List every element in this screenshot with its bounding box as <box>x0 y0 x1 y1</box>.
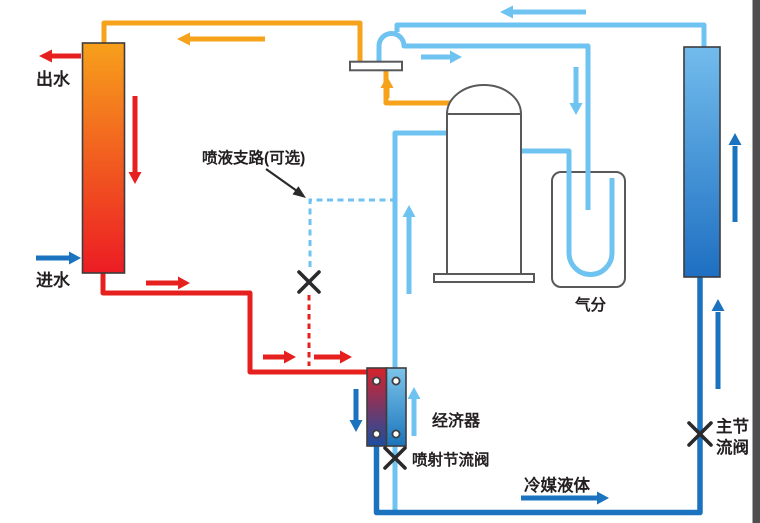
economizer-heat-exchanger <box>366 367 407 447</box>
economizer-cold-channel <box>385 367 407 447</box>
evaporator-vessel <box>683 46 721 278</box>
liquid-flow-right-arrow-3 <box>314 350 352 364</box>
economizer-cold-up-arrow <box>407 387 421 436</box>
compressor-body <box>446 113 522 275</box>
liquid-pipe-main <box>373 277 703 516</box>
spray-valve-x <box>297 270 321 294</box>
water-out-arrow <box>39 49 81 63</box>
discharge-flow-left-arrow <box>177 32 265 46</box>
check-valve-plate <box>349 60 403 72</box>
suction-flow-left-arrow <box>500 5 586 19</box>
economizer-port <box>391 376 401 386</box>
compressor-dome <box>445 84 523 115</box>
gas-separator-label: 气分 <box>574 295 607 314</box>
condenser-flow-down-arrow <box>128 96 142 184</box>
spray-branch-label: 喷液支路(可选) <box>202 148 305 167</box>
liquid-pipe-hot <box>100 273 368 375</box>
economizer-label: 经济器 <box>432 411 481 430</box>
separator-u-tube-pipe <box>520 148 615 277</box>
discharge-flow-up-arrow <box>380 76 394 98</box>
injection-throttle-valve-label: 喷射节流阀 <box>412 450 490 469</box>
condenser-vessel <box>81 42 126 274</box>
suction-crossover-pipe <box>376 31 591 210</box>
liquid-flow-right-arrow-1 <box>146 276 190 290</box>
window-edge-strip <box>752 0 760 523</box>
injection-throttle-valve-x <box>383 446 407 470</box>
water-in-arrow <box>36 251 81 265</box>
main-valve-up-arrow <box>711 299 725 389</box>
main-throttle-valve-x <box>687 421 713 447</box>
water-out-label: 出水 <box>36 69 71 89</box>
compressor-vessel <box>433 84 535 283</box>
liquid-flow-right-arrow-2 <box>263 350 296 364</box>
main-throttle-valve-label-line1: 主节 <box>716 416 749 436</box>
economizer-port <box>371 429 381 439</box>
separator-inlet-down-arrow <box>569 67 583 115</box>
injection-flow-up-arrow <box>402 205 416 294</box>
injection-pipe-upper <box>392 130 448 368</box>
economizer-port <box>371 376 381 386</box>
economizer-hot-down-arrow <box>349 389 363 432</box>
water-in-label: 进水 <box>36 270 71 290</box>
refrigerant-liquid-label: 冷媒液体 <box>524 475 591 495</box>
spray-branch-pointer-arrow <box>265 168 306 198</box>
main-throttle-valve-label-line2: 流阀 <box>716 437 749 457</box>
refrigerant-liquid-right-arrow <box>521 491 609 505</box>
discharge-pipe-compressor <box>383 70 456 106</box>
evaporator-gas-pipe <box>394 22 707 47</box>
suction-flow-right-arrow <box>421 50 462 64</box>
discharge-pipe-top <box>101 20 363 61</box>
economizer-port <box>391 429 401 439</box>
spray-branch-dashed-lightblue <box>308 198 396 268</box>
compressor-base <box>433 273 535 283</box>
evaporator-flow-up-arrow <box>728 133 742 222</box>
